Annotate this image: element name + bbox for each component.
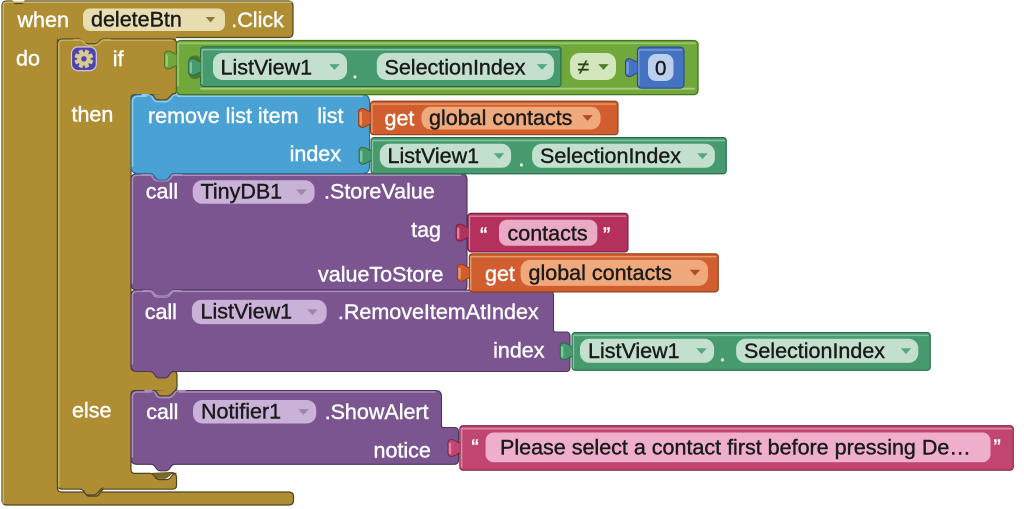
svg-text:list: list [317, 104, 343, 128]
svg-text:ListView1: ListView1 [201, 300, 293, 324]
svg-text:“: “ [480, 223, 487, 248]
svg-text:.: . [720, 342, 726, 366]
svg-text:.ShowAlert: .ShowAlert [325, 400, 429, 424]
svg-text:tag: tag [411, 218, 441, 242]
svg-text:deleteBtn: deleteBtn [91, 8, 182, 32]
svg-text:SelectionIndex: SelectionIndex [385, 56, 526, 80]
svg-text:remove list item: remove list item [148, 104, 299, 128]
svg-text:do: do [16, 47, 40, 71]
svg-text:Please select a contact first: Please select a contact first before pre… [500, 435, 971, 459]
svg-text:”: ” [994, 435, 1001, 460]
svg-text:valueToStore: valueToStore [318, 263, 444, 287]
svg-text:index: index [493, 339, 545, 363]
svg-text:contacts: contacts [508, 222, 588, 246]
svg-text:.Click: .Click [231, 8, 284, 32]
svg-text:get: get [485, 262, 515, 286]
svg-text:.: . [519, 147, 525, 171]
svg-text:global contacts: global contacts [529, 261, 672, 285]
svg-text:index: index [290, 142, 342, 166]
svg-text:call: call [145, 300, 177, 324]
svg-text:ListView1: ListView1 [221, 56, 313, 80]
svg-text:TinyDB1: TinyDB1 [201, 180, 283, 204]
svg-text:.StoreValue: .StoreValue [324, 179, 435, 203]
svg-text:if: if [113, 47, 124, 71]
svg-text:else: else [72, 399, 111, 423]
svg-text:when: when [17, 8, 69, 32]
svg-text:“: “ [471, 435, 478, 460]
svg-text:.RemoveItemAtIndex: .RemoveItemAtIndex [338, 300, 539, 324]
svg-text:get: get [385, 107, 415, 131]
svg-text:”: ” [603, 223, 610, 248]
svg-text:notice: notice [374, 438, 431, 462]
svg-text:ListView1: ListView1 [588, 339, 680, 363]
svg-text:call: call [146, 400, 178, 424]
svg-text:0: 0 [655, 57, 666, 80]
svg-text:Notifier1: Notifier1 [201, 399, 281, 423]
svg-text:then: then [72, 102, 114, 126]
svg-text:SelectionIndex: SelectionIndex [744, 339, 885, 363]
svg-text:call: call [146, 179, 178, 203]
svg-text:global contacts: global contacts [429, 106, 572, 130]
svg-text:.: . [352, 59, 358, 83]
svg-text:ListView1: ListView1 [388, 144, 480, 168]
svg-text:SelectionIndex: SelectionIndex [540, 144, 681, 168]
svg-text:≠: ≠ [578, 56, 590, 79]
